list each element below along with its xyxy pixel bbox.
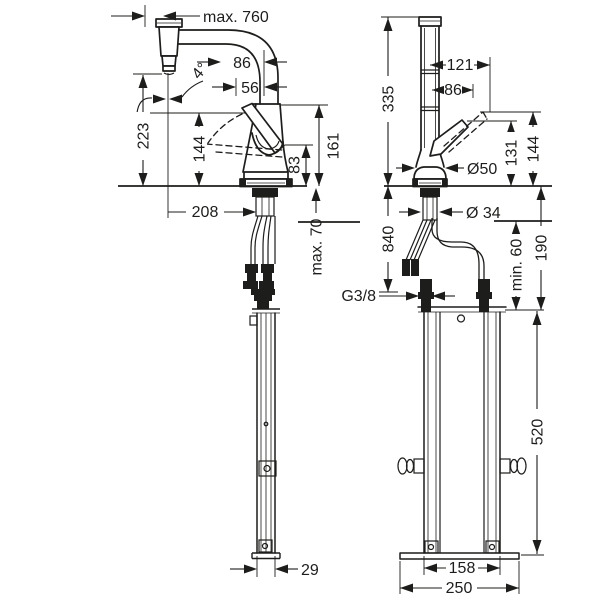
dim-223: 223 xyxy=(133,73,162,186)
pullout-hose xyxy=(178,29,279,105)
dim-dia-50-label: Ø50 xyxy=(467,161,497,178)
dim-86-side-label: 86 xyxy=(233,55,251,72)
supply-hoses-front xyxy=(402,219,436,276)
dim-56-label: 56 xyxy=(241,80,259,97)
dim-g38: G3/8 xyxy=(341,288,455,305)
dim-min-60-label: min. 60 xyxy=(509,239,526,292)
dim-335-label: 335 xyxy=(381,86,398,113)
dim-161-label: 161 xyxy=(326,133,343,160)
dim-223-label: 223 xyxy=(136,123,153,150)
dim-max-pullout: max. 760 xyxy=(111,5,269,27)
spray-head xyxy=(155,18,183,76)
supply-hoses xyxy=(250,215,276,264)
dim-161: 161 xyxy=(281,104,343,186)
dim-131-label: 131 xyxy=(504,140,521,167)
pullout-hose-loop xyxy=(431,218,485,279)
dim-190-label: 190 xyxy=(534,235,551,262)
dim-83-label: 83 xyxy=(287,156,304,174)
dim-max-70-label: max. 70 xyxy=(309,218,326,275)
dim-min-60: min. 60 xyxy=(508,221,526,310)
dim-158: 158 xyxy=(423,556,501,577)
mounting-shank-front xyxy=(420,188,440,221)
dim-840-label: 840 xyxy=(381,226,398,253)
dim-86-side: 86 xyxy=(197,50,287,96)
dim-520-label: 520 xyxy=(530,419,547,446)
dim-max-pullout-label: max. 760 xyxy=(203,9,269,26)
dim-208-label: 208 xyxy=(192,204,219,221)
box-studs xyxy=(418,279,492,312)
dim-158-label: 158 xyxy=(449,560,476,577)
dim-dia-34: Ø 34 xyxy=(399,205,501,222)
dim-56: 56 xyxy=(212,78,287,97)
front-view: 335 840 121 86 xyxy=(341,16,552,597)
mounting-shank xyxy=(252,188,278,217)
dim-840: 840 xyxy=(379,186,398,293)
dim-86-front: 86 xyxy=(432,82,474,99)
dim-29-label: 29 xyxy=(301,562,319,579)
escutcheon xyxy=(239,171,293,188)
dim-dia-34-label: Ø 34 xyxy=(466,205,501,222)
side-view: max. 760 4° 86 56 22 xyxy=(111,5,360,579)
dim-250-label: 250 xyxy=(446,580,473,597)
dim-86-front-label: 86 xyxy=(444,82,462,99)
handle-lever-front xyxy=(429,119,469,157)
dim-g38-label: G3/8 xyxy=(341,288,376,305)
dim-121: 121 xyxy=(430,57,491,112)
dim-335: 335 xyxy=(380,16,421,186)
handle-range-dashed xyxy=(205,113,283,158)
dim-dia-50: Ø50 xyxy=(396,161,497,178)
spout-column xyxy=(415,16,445,168)
dim-131: 131 xyxy=(467,120,521,186)
escutcheon-front xyxy=(412,166,448,188)
dim-144-side: 144 xyxy=(150,112,246,186)
dim-190: 190 xyxy=(533,186,551,310)
dim-max-70: max. 70 xyxy=(309,188,326,275)
dim-121-label: 121 xyxy=(447,57,474,74)
mounting-box-front xyxy=(397,306,527,560)
dim-520: 520 xyxy=(505,309,547,556)
dim-144-front-label: 144 xyxy=(526,136,543,163)
dim-208: 208 xyxy=(168,204,256,221)
dim-250: 250 xyxy=(399,561,520,597)
dim-144-side-label: 144 xyxy=(192,136,209,163)
dim-83: 83 xyxy=(285,144,313,186)
handle-range-dashed-front xyxy=(443,111,488,153)
dim-29: 29 xyxy=(230,556,319,579)
handle-lever xyxy=(241,102,285,154)
hose-connectors xyxy=(243,264,275,309)
dim-144-front: 144 xyxy=(480,111,543,186)
mounting-box-side xyxy=(249,308,281,560)
